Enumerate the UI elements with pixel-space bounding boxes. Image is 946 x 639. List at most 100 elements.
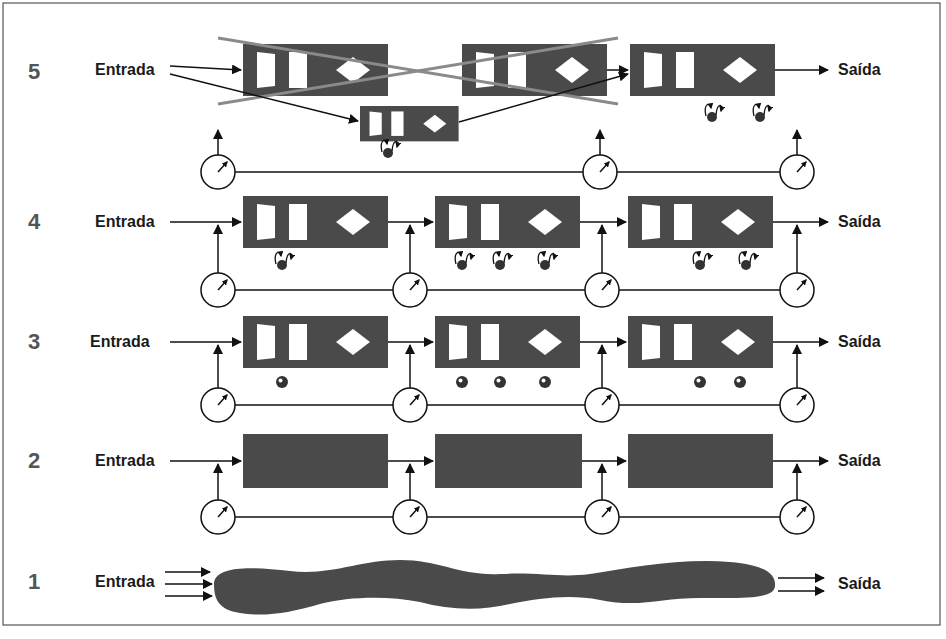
hand-symbol (739, 252, 755, 270)
clock-symbol (201, 273, 235, 307)
clock-arrow (217, 225, 219, 273)
flow-arrow (165, 595, 212, 597)
clock-dot (539, 376, 551, 388)
flow-arrow (170, 460, 241, 462)
clock-arrow (601, 464, 603, 500)
clock-dot (456, 376, 468, 388)
hand-symbol (705, 104, 721, 122)
stage-box (630, 44, 775, 96)
flow-arrow (582, 460, 626, 462)
flow-arrow (773, 341, 828, 343)
clock-symbol (585, 273, 619, 307)
clock-line (218, 404, 797, 406)
flow-arrow (773, 221, 828, 223)
input-label: Entrada (95, 452, 155, 470)
flow-arrow (580, 221, 626, 223)
clock-arrow (601, 225, 603, 273)
clock-symbol (585, 388, 619, 422)
clock-arrow (217, 345, 219, 388)
flow-arrow (778, 577, 824, 579)
clock-arrow (796, 225, 798, 273)
hand-symbol (275, 252, 291, 270)
stage-box (435, 316, 580, 368)
stage-box (243, 196, 388, 248)
flow-arrow (170, 66, 241, 70)
hand-symbol (693, 252, 709, 270)
input-label: Entrada (95, 213, 155, 231)
clock-symbol (780, 155, 814, 189)
hand-symbol (538, 252, 554, 270)
clock-symbol (780, 500, 814, 534)
clock-symbol (393, 500, 427, 534)
stage-box (243, 316, 388, 368)
hand-symbol (381, 140, 397, 158)
flow-arrow (388, 221, 433, 223)
output-label: Saída (838, 213, 881, 231)
clock-arrow (796, 130, 798, 155)
clock-symbol (780, 388, 814, 422)
clock-arrow (217, 130, 219, 155)
input-label: Entrada (95, 573, 155, 591)
flow-arrow (170, 221, 241, 223)
stage-box (628, 434, 773, 488)
clock-line (218, 289, 797, 291)
flow-arrow (775, 69, 828, 71)
clock-symbol (393, 273, 427, 307)
input-label: Entrada (90, 333, 150, 351)
clock-line (218, 171, 797, 173)
stage-box (360, 106, 459, 141)
input-label: Entrada (95, 61, 155, 79)
system-blob (214, 560, 775, 615)
flow-arrow (607, 69, 628, 71)
row-number: 3 (28, 329, 40, 354)
output-label: Saída (838, 333, 881, 351)
output-label: Saída (838, 575, 881, 593)
clock-arrow (796, 464, 798, 500)
clock-symbol (201, 155, 235, 189)
flow-arrow (388, 460, 433, 462)
flow-arrow (778, 590, 824, 592)
frame (3, 3, 940, 625)
flow-arrow (170, 74, 358, 121)
row-number: 4 (28, 209, 40, 234)
stage-box (435, 434, 582, 488)
clock-symbol (201, 500, 235, 534)
output-label: Saída (838, 452, 881, 470)
clock-arrow (409, 225, 411, 273)
clock-symbol (393, 388, 427, 422)
stage-box (628, 196, 773, 248)
clock-dot (694, 376, 706, 388)
clock-dot (276, 376, 288, 388)
clock-arrow (796, 345, 798, 388)
clock-arrow (409, 345, 411, 388)
flow-arrow (165, 571, 210, 573)
clock-arrow (409, 464, 411, 500)
clock-arrow (217, 464, 219, 500)
clock-dot (494, 376, 506, 388)
flow-arrow (388, 341, 433, 343)
hand-symbol (493, 252, 509, 270)
flow-arrow (580, 341, 626, 343)
clock-arrow (601, 345, 603, 388)
row-number: 5 (28, 59, 40, 84)
clock-symbol (780, 273, 814, 307)
clock-line (218, 516, 797, 518)
row-number: 1 (28, 569, 40, 594)
clock-dot (734, 376, 746, 388)
clock-symbol (201, 388, 235, 422)
flow-arrow (773, 460, 828, 462)
clock-arrow (599, 130, 601, 155)
stage-box (628, 316, 773, 368)
stage-box (435, 196, 580, 248)
stage-box (243, 434, 388, 488)
flow-arrow (459, 74, 628, 122)
hand-symbol (753, 104, 769, 122)
clock-symbol (585, 500, 619, 534)
clock-symbol (583, 155, 617, 189)
row-number: 2 (28, 448, 40, 473)
flow-arrow (170, 341, 241, 343)
flow-arrow (165, 583, 212, 585)
hand-symbol (455, 252, 471, 270)
